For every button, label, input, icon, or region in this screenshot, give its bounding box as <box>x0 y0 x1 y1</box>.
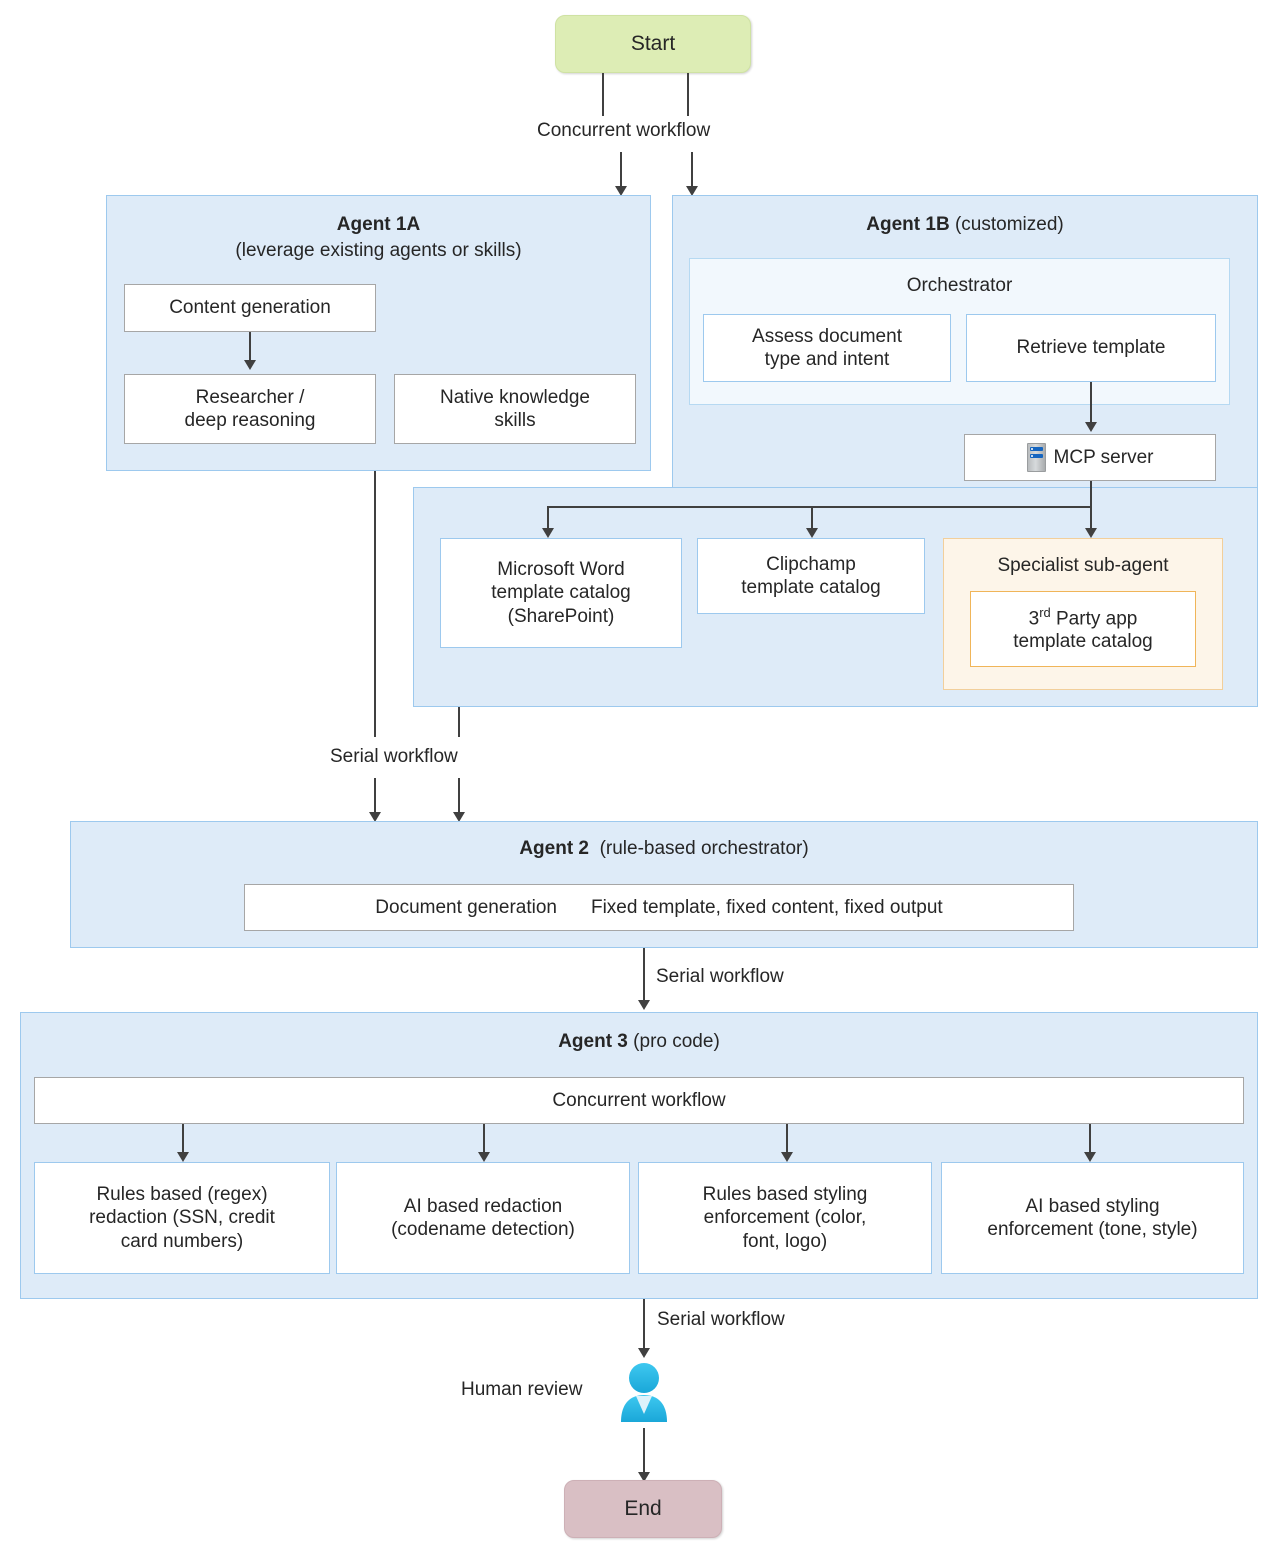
arrowhead-agent1a-to-agent2 <box>369 812 381 822</box>
end-label: End <box>624 1497 662 1520</box>
document-generation-left: Document generation <box>375 896 557 918</box>
connector-bar-to-node3 <box>786 1124 788 1156</box>
connector-to-agent1b <box>691 152 693 188</box>
connector-start-right-stem <box>687 73 689 116</box>
mcp-server-label: MCP server <box>1053 446 1154 468</box>
node-rules-based-styling-enforcement[interactable]: Rules based styling enforcement (color, … <box>638 1162 932 1274</box>
node-assess-document-type[interactable]: Assess document type and intent <box>703 314 951 382</box>
arrowhead-bar-to-node3 <box>781 1152 793 1162</box>
orchestrator-label: Orchestrator <box>906 275 1013 296</box>
agent-3-subtitle: (pro code) <box>633 1031 720 1052</box>
server-icon <box>1026 443 1046 472</box>
node-third-party-template-catalog[interactable]: 3rd Party app template catalog <box>970 591 1196 667</box>
connector-agent2-to-agent3 <box>643 948 645 1005</box>
agent-3-title-text: Agent 3 <box>558 1031 628 1052</box>
connector-mcp-down <box>1090 481 1092 506</box>
node-ai-based-styling-enforcement[interactable]: AI based styling enforcement (tone, styl… <box>941 1162 1244 1274</box>
connector-bar-to-node1 <box>182 1124 184 1156</box>
agent-1b-title-text: Agent 1B <box>866 214 950 235</box>
node-microsoft-word-template-catalog[interactable]: Microsoft Word template catalog (SharePo… <box>440 538 682 648</box>
connector-to-agent1a <box>620 152 622 188</box>
arrowhead-bar-to-node2 <box>478 1152 490 1162</box>
connector-catalogs-to-agent2 <box>458 778 460 814</box>
agent-1a-title-text: Agent 1A <box>336 214 421 235</box>
connector-bus-to-specialist <box>1090 506 1092 532</box>
connector-bar-to-node2 <box>483 1124 485 1156</box>
edge-label-concurrent-workflow-top: Concurrent workflow <box>537 120 711 141</box>
person-icon <box>621 1363 667 1422</box>
agent-2-title: Agent 2 (rule-based orchestrator) <box>71 838 1257 860</box>
arrowhead-catalogs-to-agent2 <box>453 812 465 822</box>
agent-3-title: Agent 3 (pro code) <box>21 1031 1257 1053</box>
start-label: Start <box>630 32 676 55</box>
connector-bar-to-node4 <box>1089 1124 1091 1156</box>
node-document-generation[interactable]: Document generation Fixed template, fixe… <box>244 884 1074 931</box>
agent-1a-title: Agent 1A <box>107 214 650 236</box>
node-clipchamp-template-catalog[interactable]: Clipchamp template catalog <box>697 538 925 614</box>
third-party-ordinal: 3 <box>1028 607 1040 629</box>
connector-start-left-stem <box>602 73 604 116</box>
arrowhead-bar-to-node1 <box>177 1152 189 1162</box>
connector-agent3-to-review <box>643 1299 645 1354</box>
edge-label-serial-workflow-2: Serial workflow <box>656 966 784 987</box>
arrowhead-retrieve-to-mcp <box>1085 422 1097 432</box>
human-review-label: Human review <box>461 1379 583 1400</box>
node-native-knowledge-skills[interactable]: Native knowledge skills <box>394 374 636 444</box>
connector-catalogs-down <box>458 707 460 737</box>
node-mcp-server[interactable]: MCP server <box>964 434 1216 481</box>
connector-retrieve-to-mcp <box>1090 382 1092 426</box>
arrowhead-agent3-to-review <box>638 1348 650 1358</box>
edge-label-serial-workflow-1: Serial workflow <box>330 746 458 767</box>
edge-label-serial-workflow-3: Serial workflow <box>657 1309 785 1330</box>
arrowhead-bar-to-node4 <box>1084 1152 1096 1162</box>
arrowhead-bus-to-word <box>542 528 554 538</box>
connector-agent1a-down <box>374 471 376 737</box>
third-party-rest: Party app <box>1050 607 1138 629</box>
third-party-ordinal-suffix: rd <box>1039 604 1051 620</box>
third-party-line1: 3rd Party app <box>1029 605 1138 631</box>
node-ai-based-redaction[interactable]: AI based redaction (codename detection) <box>336 1162 630 1274</box>
arrowhead-agent2-to-agent3 <box>638 1000 650 1010</box>
third-party-line2: template catalog <box>1013 631 1153 653</box>
arrowhead-to-agent1b <box>686 186 698 196</box>
agent-2-title-text: Agent 2 <box>519 838 590 859</box>
node-researcher-deep-reasoning[interactable]: Researcher / deep reasoning <box>124 374 376 444</box>
agent-1b-subtitle: (customized) <box>954 214 1064 235</box>
arrowhead-bus-to-clipchamp <box>806 528 818 538</box>
node-rules-based-regex-redaction[interactable]: Rules based (regex) redaction (SSN, cred… <box>34 1162 330 1274</box>
connector-review-to-end <box>643 1428 645 1478</box>
arrowhead-review-to-end <box>638 1472 650 1482</box>
agent-1b-title: Agent 1B (customized) <box>673 214 1257 236</box>
node-content-generation[interactable]: Content generation <box>124 284 376 332</box>
node-retrieve-template[interactable]: Retrieve template <box>966 314 1216 382</box>
arrowhead-content-to-researcher <box>244 360 256 370</box>
connector-catalog-bus <box>547 506 1092 508</box>
agent-2-subtitle: (rule-based orchestrator) <box>599 838 809 859</box>
document-generation-right: Fixed template, fixed content, fixed out… <box>590 896 943 918</box>
arrowhead-bus-to-specialist <box>1085 528 1097 538</box>
start-node[interactable]: Start <box>555 15 751 73</box>
connector-bus-to-clipchamp <box>811 506 813 532</box>
connector-agent1a-to-agent2 <box>374 778 376 814</box>
node-concurrent-workflow-bar[interactable]: Concurrent workflow <box>34 1077 1244 1124</box>
connector-content-to-researcher <box>249 332 251 364</box>
connector-bus-to-word <box>547 506 549 532</box>
end-node[interactable]: End <box>564 1480 722 1538</box>
specialist-sub-agent-label: Specialist sub-agent <box>997 555 1169 576</box>
agent-1a-subtitle: (leverage existing agents or skills) <box>235 240 522 261</box>
arrowhead-to-agent1a <box>615 186 627 196</box>
